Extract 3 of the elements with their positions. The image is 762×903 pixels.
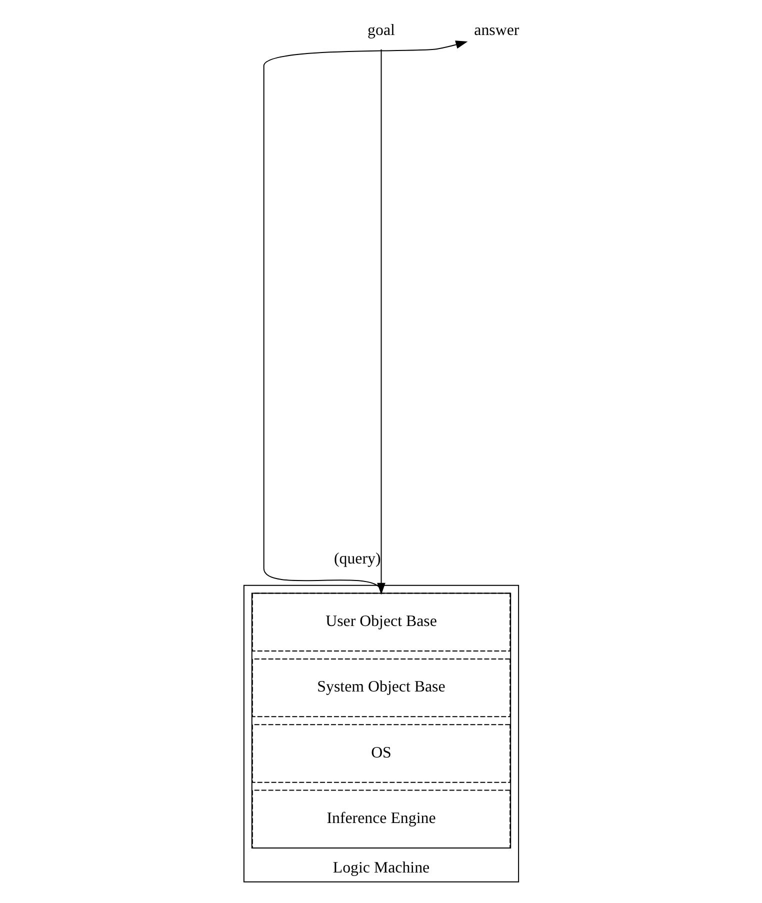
node-text: answer — [474, 22, 519, 39]
edge-label: (query) — [333, 550, 380, 568]
node-text: goal — [367, 22, 394, 39]
